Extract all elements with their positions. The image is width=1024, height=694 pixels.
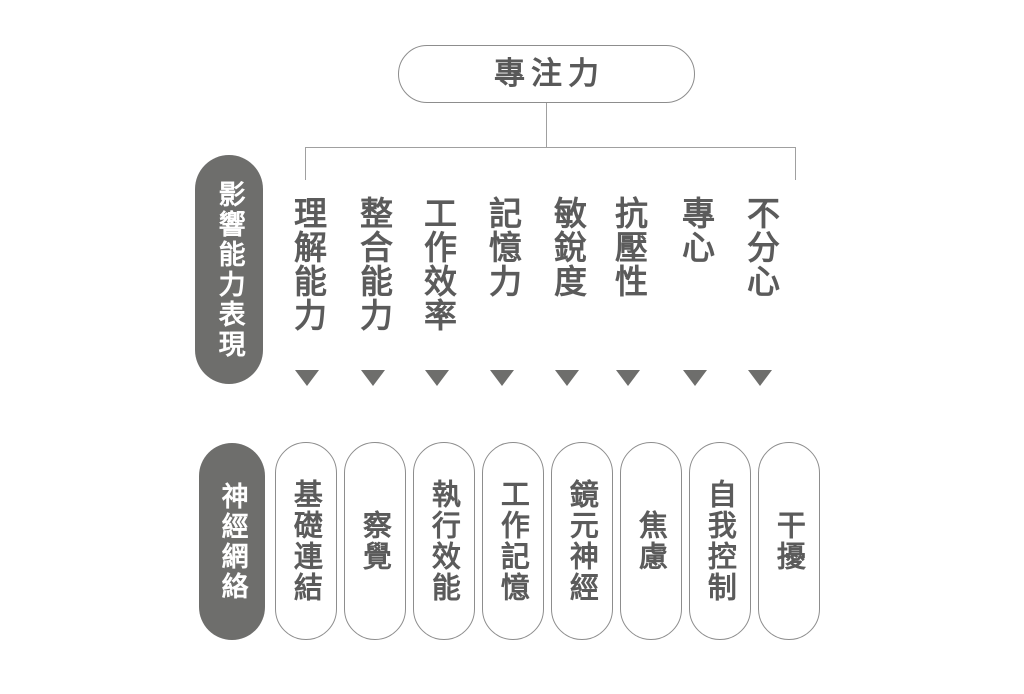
network-node-3[interactable]: 執行效能 xyxy=(413,442,475,640)
network-node-label: 焦慮 xyxy=(634,510,669,572)
row-label-abilities-text: 影響能力表現 xyxy=(213,179,245,360)
root-node-focus[interactable]: 專注力 xyxy=(398,45,695,103)
network-node-label: 察覺 xyxy=(358,510,393,572)
ability-item-2[interactable]: 整合能力 xyxy=(350,196,396,332)
connector-horizontal-bar xyxy=(305,147,796,149)
ability-label: 抗壓性 xyxy=(609,196,649,298)
connector-tick-right xyxy=(795,147,797,180)
ability-item-4[interactable]: 記憶力 xyxy=(479,196,525,298)
network-node-label: 干擾 xyxy=(772,510,807,572)
row-label-neural-network: 神經網絡 xyxy=(199,443,265,640)
root-node-label: 專注力 xyxy=(494,55,605,92)
network-node-label: 執行效能 xyxy=(427,479,462,603)
triangle-down-icon xyxy=(616,370,640,386)
connector-stem xyxy=(546,103,548,148)
ability-item-6[interactable]: 抗壓性 xyxy=(605,196,651,298)
ability-item-8[interactable]: 不分心 xyxy=(737,196,783,298)
network-node-1[interactable]: 基礎連結 xyxy=(275,442,337,640)
ability-label: 不分心 xyxy=(741,196,781,298)
triangle-down-icon xyxy=(295,370,319,386)
network-node-label: 工作記憶 xyxy=(496,479,531,603)
ability-label: 敏銳度 xyxy=(548,196,588,298)
row-label-abilities: 影響能力表現 xyxy=(195,155,263,384)
triangle-down-icon xyxy=(748,370,772,386)
ability-item-5[interactable]: 敏銳度 xyxy=(544,196,590,298)
network-node-label: 基礎連結 xyxy=(289,479,324,603)
ability-label: 整合能力 xyxy=(354,196,394,332)
ability-item-3[interactable]: 工作效率 xyxy=(414,196,460,332)
network-node-4[interactable]: 工作記憶 xyxy=(482,442,544,640)
triangle-down-icon xyxy=(555,370,579,386)
triangle-down-icon xyxy=(490,370,514,386)
row-label-neural-network-text: 神經網絡 xyxy=(216,481,248,602)
network-node-6[interactable]: 焦慮 xyxy=(620,442,682,640)
ability-label: 理解能力 xyxy=(288,196,328,332)
network-node-7[interactable]: 自我控制 xyxy=(689,442,751,640)
ability-item-7[interactable]: 專心 xyxy=(672,196,718,264)
ability-item-1[interactable]: 理解能力 xyxy=(284,196,330,332)
triangle-down-icon xyxy=(425,370,449,386)
network-node-label: 鏡元神經 xyxy=(565,479,600,603)
triangle-down-icon xyxy=(683,370,707,386)
network-node-8[interactable]: 干擾 xyxy=(758,442,820,640)
ability-label: 記憶力 xyxy=(483,196,523,298)
ability-label: 工作效率 xyxy=(418,196,458,332)
network-node-5[interactable]: 鏡元神經 xyxy=(551,442,613,640)
connector-tick-left xyxy=(305,147,307,180)
network-node-2[interactable]: 察覺 xyxy=(344,442,406,640)
triangle-down-icon xyxy=(361,370,385,386)
ability-label: 專心 xyxy=(676,196,716,264)
network-node-label: 自我控制 xyxy=(703,479,738,603)
